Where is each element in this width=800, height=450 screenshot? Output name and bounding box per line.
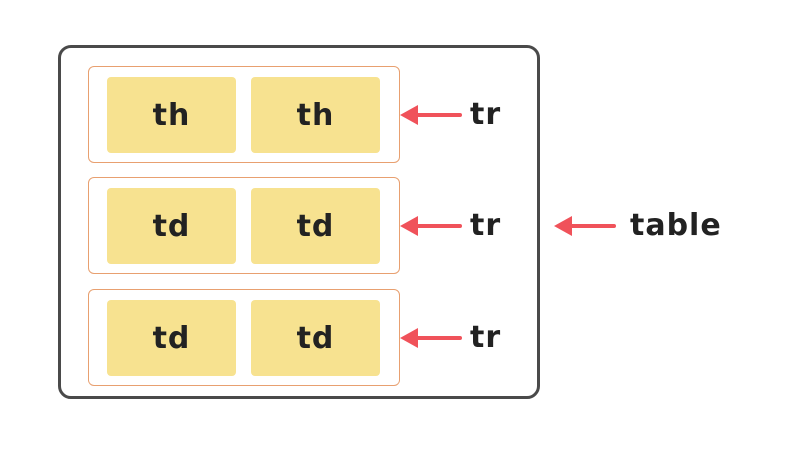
row-outline-3 [88,289,400,386]
header-cell: th [107,77,236,153]
row-label: tr [470,208,502,243]
row-outline-2 [88,177,400,274]
row-label: tr [470,97,502,132]
header-cell: th [251,77,380,153]
table-label: table [630,208,722,243]
left-arrow-icon [400,216,462,236]
left-arrow-icon [554,216,616,236]
left-arrow-icon [400,328,462,348]
row-label: tr [470,320,502,355]
table-outline [58,45,540,399]
data-cell: td [107,300,236,376]
data-cell: td [251,188,380,264]
row-outline-1 [88,66,400,163]
data-cell: td [107,188,236,264]
left-arrow-icon [400,105,462,125]
data-cell: td [251,300,380,376]
